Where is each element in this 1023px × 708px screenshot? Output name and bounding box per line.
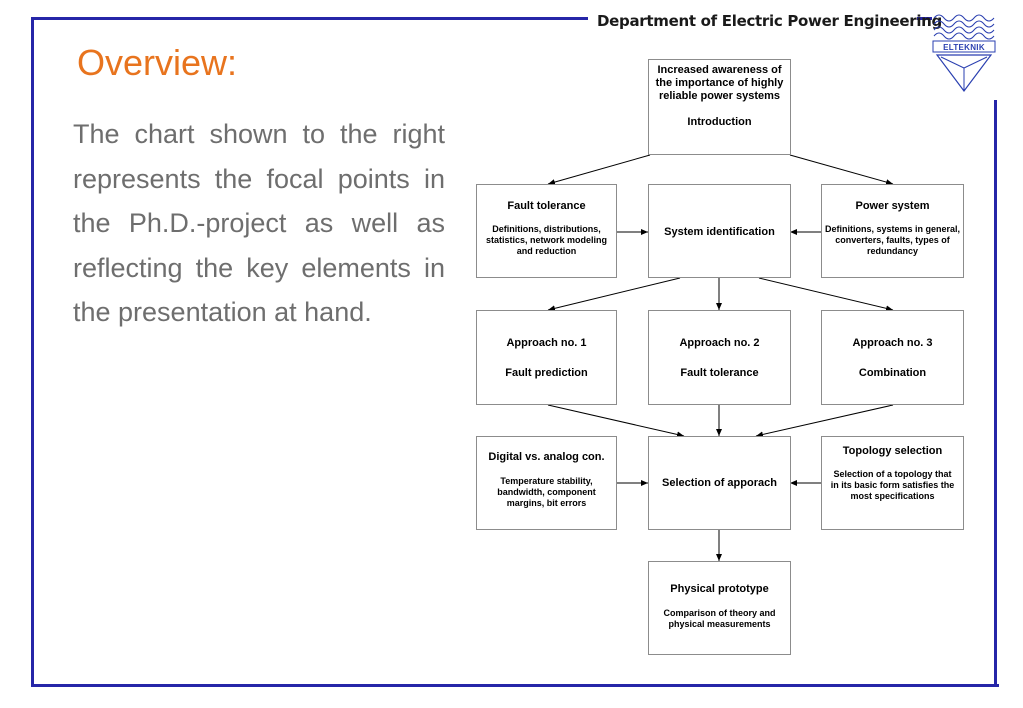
node-power-system: Power system Definitions, systems in gen… xyxy=(821,184,964,278)
node-power-system-title: Power system xyxy=(855,200,930,212)
node-approach-1-subtitle: Fault prediction xyxy=(505,367,588,379)
node-approach-2-title: Approach no. 2 xyxy=(679,337,760,349)
arrow-system-id-to-approach1 xyxy=(547,277,681,312)
node-digital-vs-analog-detail: Temperature stability, bandwidth, compon… xyxy=(497,476,596,508)
frame-right-border xyxy=(994,100,997,687)
frame-top-border-right xyxy=(917,17,932,20)
node-fault-tolerance-detail: Definitions, distributions, statistics, … xyxy=(485,224,608,256)
frame-bottom-border xyxy=(31,684,999,687)
node-power-system-detail: Definitions, systems in general, convert… xyxy=(824,224,961,256)
node-system-identification-title: System identification xyxy=(664,226,775,238)
slide-title: Overview: xyxy=(77,42,238,83)
node-digital-vs-analog: Digital vs. analog con. Temperature stab… xyxy=(476,436,617,530)
node-introduction-title: Increased awareness of the importance of… xyxy=(655,64,784,102)
node-digital-vs-analog-title: Digital vs. analog con. xyxy=(488,451,605,463)
arrow-system-id-to-approach3 xyxy=(758,277,894,312)
node-physical-prototype: Physical prototype Comparison of theory … xyxy=(648,561,791,655)
node-topology-selection-detail: Selection of a topology that in its basi… xyxy=(830,469,955,501)
elteknik-logo: ELTEKNIK xyxy=(931,10,997,94)
node-topology-selection-title: Topology selection xyxy=(842,445,943,457)
node-fault-tolerance: Fault tolerance Definitions, distributio… xyxy=(476,184,617,278)
node-system-identification: System identification xyxy=(648,184,791,278)
node-approach-1-title: Approach no. 1 xyxy=(506,337,587,349)
node-physical-prototype-title: Physical prototype xyxy=(670,583,769,595)
logo-text: ELTEKNIK xyxy=(943,43,985,52)
arrow-intro-to-power-system xyxy=(789,154,894,185)
node-fault-tolerance-title: Fault tolerance xyxy=(507,200,586,212)
node-approach-3: Approach no. 3 Combination xyxy=(821,310,964,405)
logo-graphic-icon xyxy=(932,14,996,92)
frame-top-border xyxy=(31,17,588,20)
node-physical-prototype-detail: Comparison of theory and physical measur… xyxy=(663,608,776,629)
node-selection-of-approach: Selection of apporach xyxy=(648,436,791,530)
node-approach-3-title: Approach no. 3 xyxy=(852,337,933,349)
node-introduction-subtitle: Introduction xyxy=(687,116,752,128)
arrow-approach3-to-selection xyxy=(755,404,894,438)
frame-left-border xyxy=(31,17,34,687)
arrow-intro-to-fault-tolerance xyxy=(547,154,651,185)
node-approach-2-subtitle: Fault tolerance xyxy=(680,367,759,379)
department-name: Department of Electric Power Engineering xyxy=(597,12,942,30)
node-approach-1: Approach no. 1 Fault prediction xyxy=(476,310,617,405)
node-approach-3-subtitle: Combination xyxy=(858,367,927,379)
slide-body-text: The chart shown to the right represents … xyxy=(73,119,445,327)
arrow-approach1-to-selection xyxy=(547,404,685,438)
node-topology-selection: Topology selection Selection of a topolo… xyxy=(821,436,964,530)
node-approach-2: Approach no. 2 Fault tolerance xyxy=(648,310,791,405)
node-selection-of-approach-title: Selection of apporach xyxy=(662,477,777,489)
node-introduction: Increased awareness of the importance of… xyxy=(648,59,791,155)
